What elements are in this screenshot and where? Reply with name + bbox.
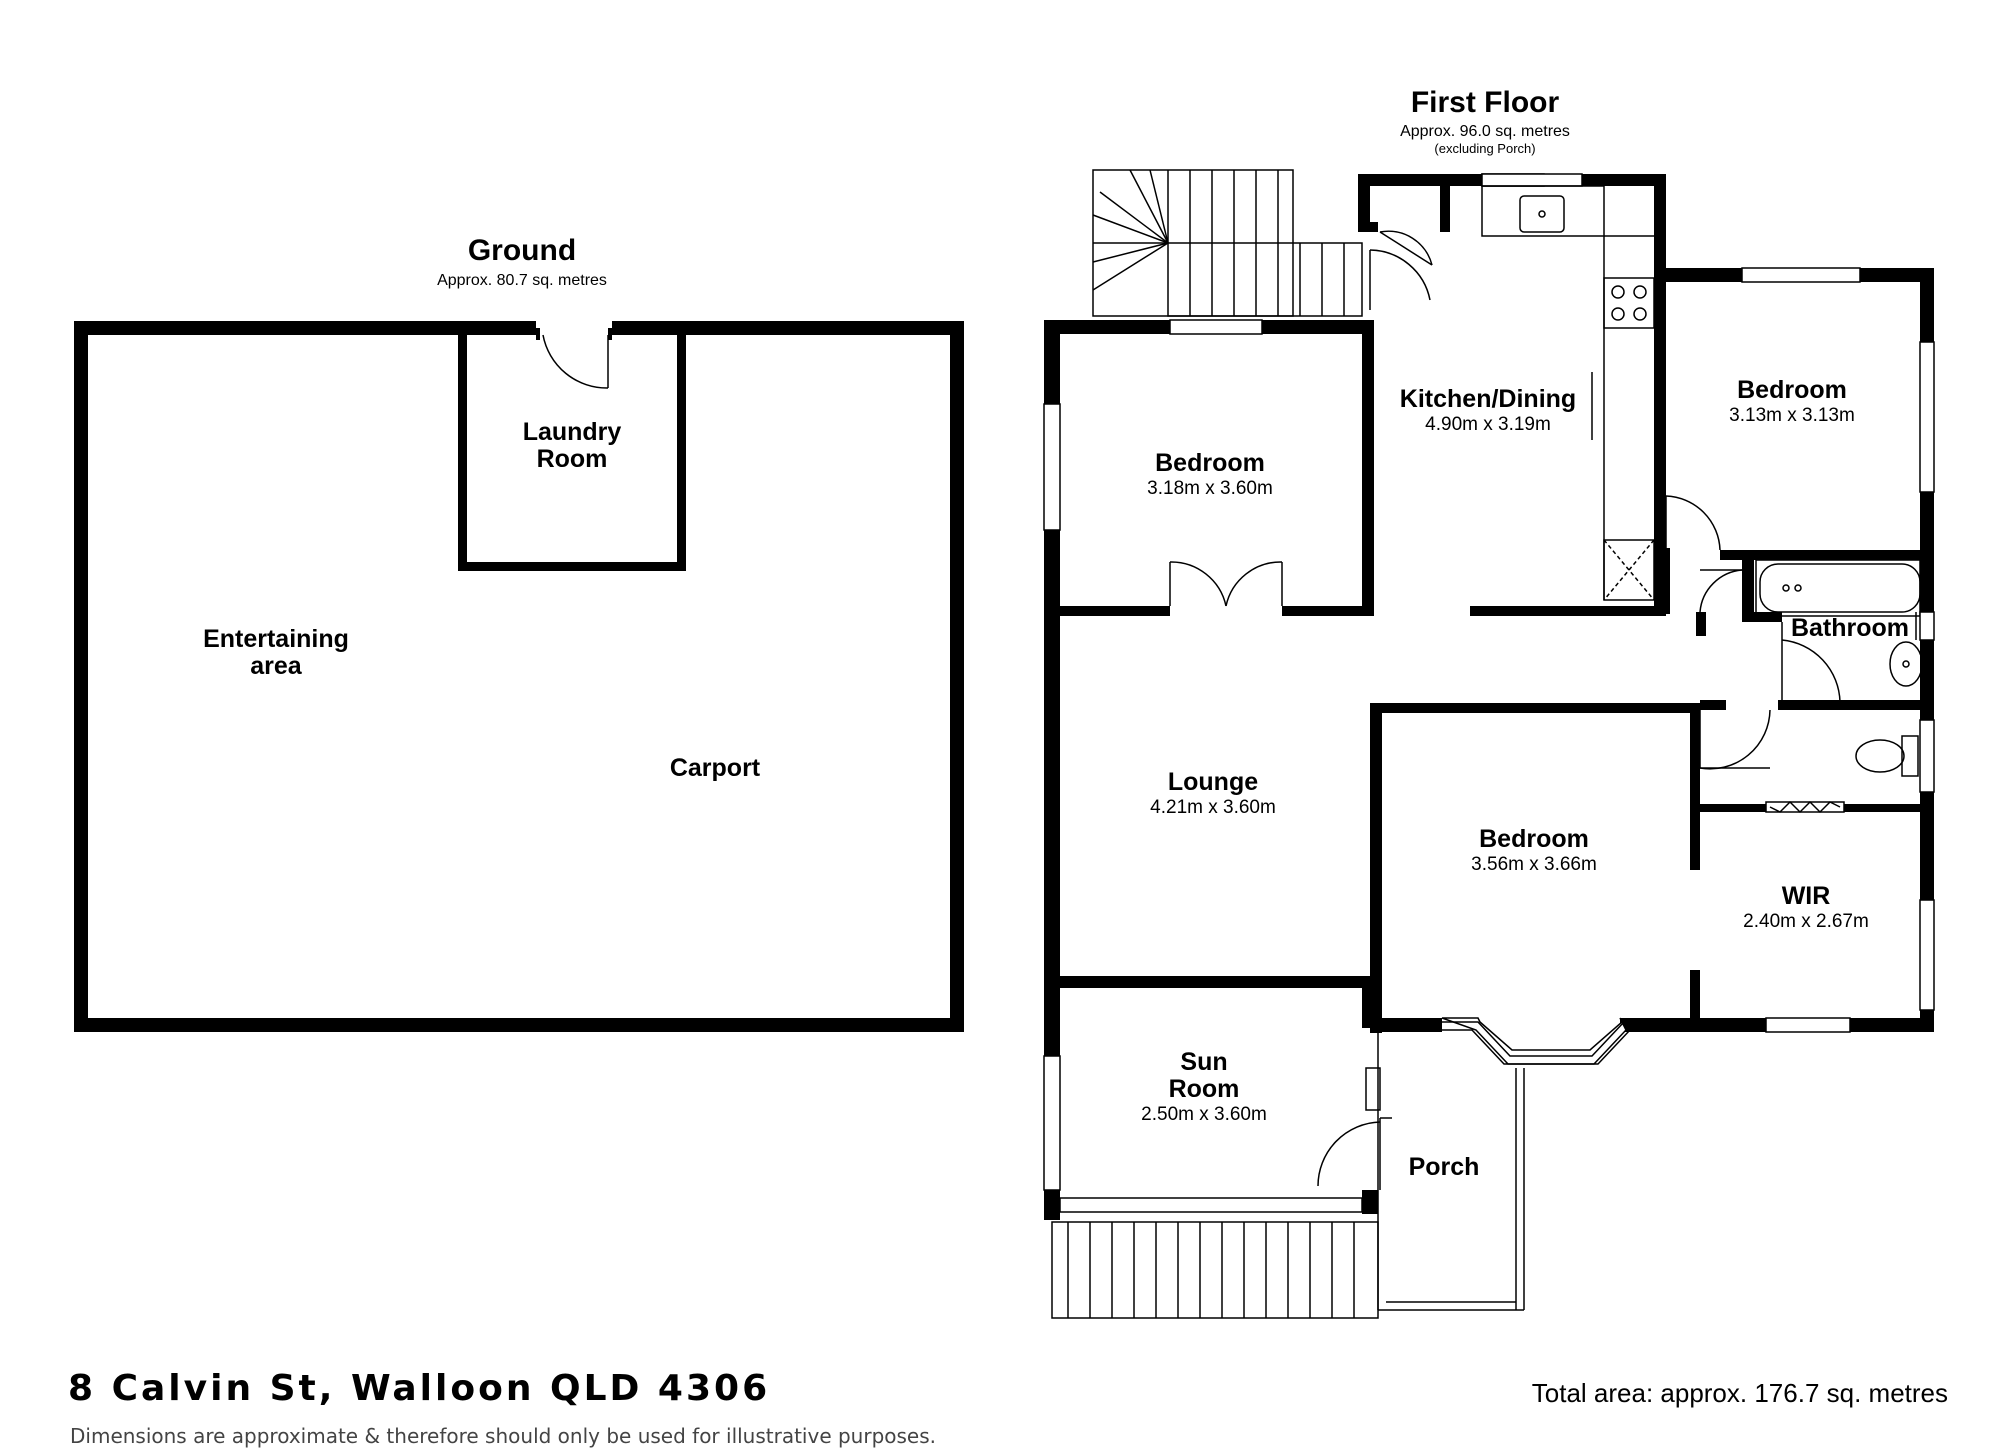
laundry-label-line1: Laundry [523,418,622,446]
wir-label: WIR [1782,882,1831,910]
first-floor-area: Approx. 96.0 sq. metres [1400,123,1570,140]
ground-wall-east [950,321,964,1032]
kitchen-wall-east-upper [1654,174,1666,274]
bath-window [1919,611,1935,641]
bay-window [1441,1017,1631,1065]
entry-door [1369,230,1433,310]
stairs-south [1051,1221,1379,1319]
ground-floor-plan [74,321,964,1032]
toilet-room [1699,709,1935,793]
wir-wall-stub-south [1690,970,1700,1030]
bedroom-nw-label: Bedroom [1155,449,1265,477]
disclaimer-text: Dimensions are approximate & therefore s… [70,1424,937,1448]
hall-stub [1696,612,1706,636]
bedroom-s-dims: 3.56m x 3.66m [1471,854,1597,875]
kitchen-wall-south [1470,606,1666,616]
entry-stub [1358,222,1378,232]
bed-ne-window-east [1919,341,1935,493]
bed-ne-window-north [1741,267,1861,283]
basin-icon [1889,641,1923,687]
bathroom-label: Bathroom [1791,614,1909,642]
ground-area: Approx. 80.7 sq. metres [437,272,607,289]
carport-label: Carport [670,754,761,782]
wir-sliding-door [1765,800,1845,814]
ground-title: Ground [468,234,576,267]
lounge-label: Lounge [1168,768,1258,796]
kitchen-dims: 4.90m x 3.19m [1425,414,1551,435]
sunroom-label-line2: Room [1169,1075,1240,1103]
sunroom-dims: 2.50m x 3.60m [1141,1104,1267,1125]
sunroom-window-south [1059,1197,1363,1213]
laundry-wall-east [677,321,686,571]
entry-wall-north [1358,174,1482,186]
stove-icon [1603,277,1655,329]
bed-ne-wall-west [1654,268,1666,614]
bedroom-ne-label: Bedroom [1737,376,1847,404]
bathtub-icon [1759,563,1921,613]
hall-wall-stub [1700,700,1726,710]
hall-door [1699,569,1743,613]
kitchen-label: Kitchen/Dining [1400,385,1576,413]
bed-s-wall-south-a [1370,1018,1442,1032]
toilet-window [1919,719,1935,793]
bed-ne-door [1665,495,1721,552]
laundry-wall-west [458,321,467,571]
entry-partition [1440,174,1450,232]
ground-wall-north-right [612,321,964,335]
ground-wall-west [74,321,88,1032]
sunroom-wall-east-a [1362,988,1374,1028]
first-floor-plan [1043,169,1935,1319]
bathroom-fixtures [1696,555,1935,704]
total-area: Total area: approx. 176.7 sq. metres [1531,1378,1948,1408]
sunroom-wall-east-b [1362,1190,1378,1214]
wir-wall-west [1690,710,1700,870]
wir-dims: 2.40m x 2.67m [1743,911,1869,932]
first-floor-note: (excluding Porch) [1434,141,1535,156]
bedroom-ne-dims: 3.13m x 3.13m [1729,405,1855,426]
bed-nw-window-west [1043,403,1061,531]
bedroom-s-label: Bedroom [1479,825,1589,853]
bed-ne-wall-stub [1654,548,1670,614]
toilet-cistern-icon [1901,735,1919,777]
sunroom-window-east [1365,1067,1381,1111]
wir-window-south [1765,1017,1851,1033]
first-floor-title: First Floor [1411,86,1560,119]
bath-wall-south [1778,700,1934,710]
bath-wall-stub [1742,612,1782,622]
entertaining-label-line1: Entertaining [203,625,349,653]
bed-nw-double-door [1169,561,1283,607]
bed-nw-window-north [1169,319,1263,335]
sunroom-label-line1: Sun [1180,1048,1227,1076]
sunroom-window-west [1043,1055,1061,1191]
porch-label: Porch [1409,1153,1480,1181]
toilet-bowl-icon [1855,739,1905,773]
bed-nw-wall-south-a [1060,606,1170,616]
entertaining-label-line2: area [250,652,303,680]
bed-s-wall-north [1370,703,1700,713]
wir-window-east [1919,899,1935,1011]
bed-s-wall-west [1370,703,1382,1033]
bed-nw-wall-east [1362,320,1374,612]
lounge-wall-south [1060,976,1374,988]
bedroom-nw-dims: 3.18m x 3.60m [1147,478,1273,499]
kitchen-bench [1481,185,1655,601]
ground-wall-north-left [74,321,536,335]
bed-ne-wall-south [1720,550,1934,560]
bed-nw-wall-south-b [1282,606,1374,616]
property-address: 8 Calvin St, Walloon QLD 4306 [68,1368,771,1409]
kitchen-window-frame [1481,173,1583,187]
laundry-label-line2: Room [537,445,608,473]
bath-wall-west [1742,555,1754,621]
ground-wall-south [74,1018,964,1032]
sunroom-door [1317,1117,1392,1190]
laundry-door [536,328,612,389]
entry-wall-west [1358,174,1370,232]
stairs-north [1092,169,1363,317]
laundry-wall-south [458,562,686,571]
lounge-dims: 4.21m x 3.60m [1150,797,1276,818]
